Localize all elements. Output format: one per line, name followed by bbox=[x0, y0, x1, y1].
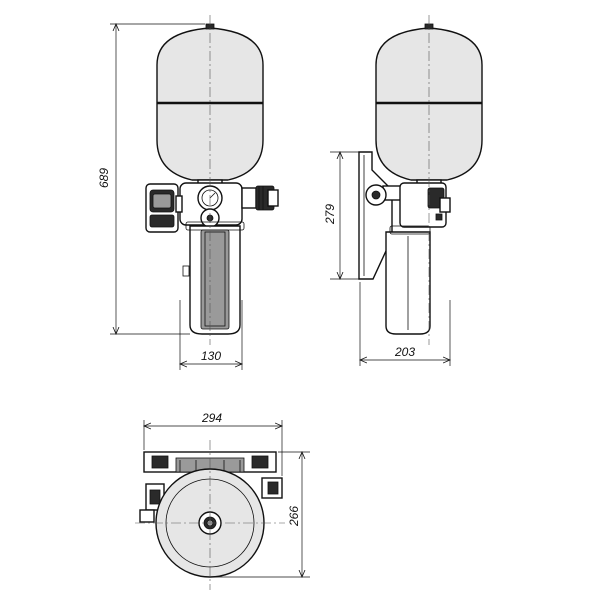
dim-total-height: 689 bbox=[97, 168, 111, 188]
wall-bracket bbox=[358, 151, 393, 280]
dim-front-width: 130 bbox=[201, 349, 221, 363]
dim-top-width: 294 bbox=[201, 411, 222, 425]
dim-mount-height: 279 bbox=[323, 204, 337, 225]
dim-top-depth: 266 bbox=[287, 506, 301, 527]
dim-side-depth: 203 bbox=[394, 345, 415, 359]
side-view: 279 203 bbox=[323, 15, 483, 366]
top-view: 294 266 bbox=[135, 411, 310, 590]
front-view: 689 130 bbox=[97, 15, 279, 370]
right-fitting bbox=[241, 187, 257, 209]
